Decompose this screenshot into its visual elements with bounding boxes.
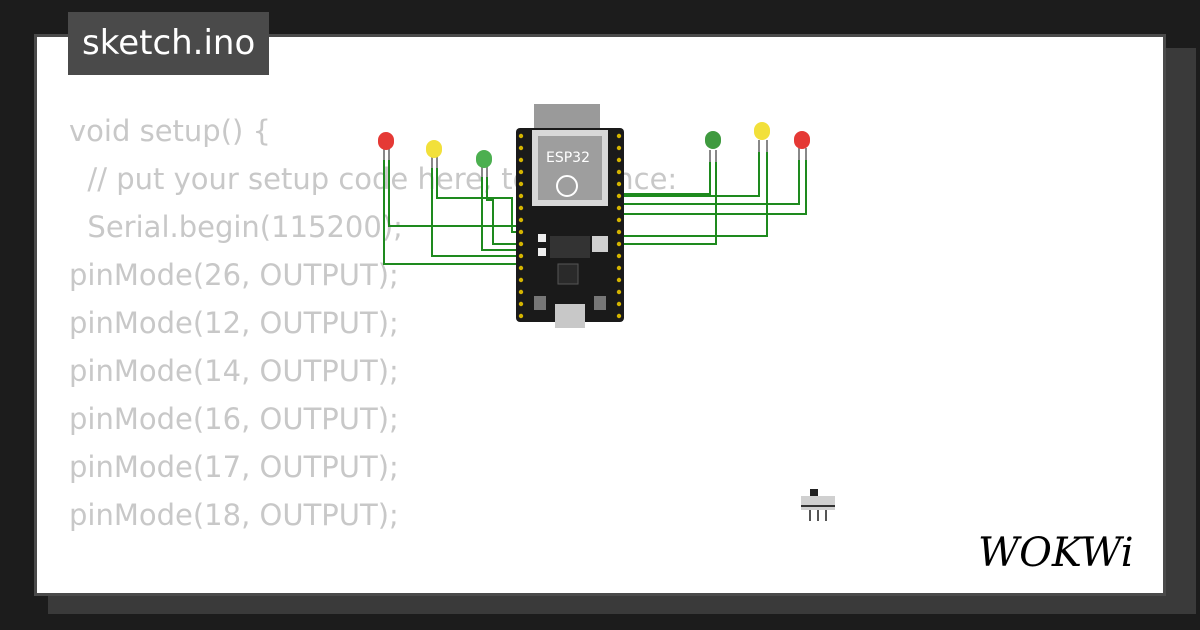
- led-4[interactable]: [705, 131, 721, 162]
- micro-usb-port: [555, 304, 585, 328]
- wires: [383, 150, 807, 265]
- wire: [620, 158, 807, 215]
- wire: [436, 166, 520, 233]
- led-icon: [426, 140, 442, 158]
- wire: [383, 158, 520, 265]
- slide-switch[interactable]: [801, 489, 835, 521]
- code-line: void setup() {: [69, 114, 271, 148]
- component: [592, 236, 608, 252]
- wire: [481, 175, 520, 251]
- switch-body: [801, 496, 835, 510]
- boot-button[interactable]: [594, 296, 606, 310]
- led-2[interactable]: [426, 140, 442, 168]
- wire: [431, 166, 520, 257]
- wokwi-logo-icon[interactable]: WOKWi: [976, 528, 1146, 578]
- code-line: Serial.begin(115200);: [69, 210, 403, 244]
- esp32-board[interactable]: ESP32: [516, 104, 624, 328]
- led-icon: [754, 122, 770, 140]
- file-tab-label: sketch.ino: [82, 23, 256, 63]
- led-3[interactable]: [476, 150, 492, 177]
- wire: [486, 175, 520, 245]
- led-smd: [538, 234, 546, 242]
- wire: [620, 150, 760, 197]
- espressif-logo-icon: [556, 175, 578, 197]
- usb-chip: [557, 263, 579, 285]
- wire: [620, 150, 768, 237]
- led-icon: [705, 131, 721, 149]
- wire: [620, 160, 717, 245]
- led-1[interactable]: [378, 132, 394, 160]
- wire: [388, 158, 520, 227]
- switch-track: [801, 505, 835, 507]
- code-line: pinMode(18, OUTPUT);: [69, 498, 399, 532]
- left-pins: [518, 133, 524, 319]
- code-line: pinMode(14, OUTPUT);: [69, 354, 399, 388]
- wire: [620, 160, 711, 195]
- code-line: pinMode(16, OUTPUT);: [69, 402, 399, 436]
- logo-text: WOKWi: [978, 530, 1134, 574]
- led-icon: [794, 131, 810, 149]
- led-icon: [378, 132, 394, 150]
- code-line: pinMode(26, OUTPUT);: [69, 258, 399, 292]
- led-smd: [538, 248, 546, 256]
- board-label: ESP32: [546, 150, 590, 166]
- led-6[interactable]: [794, 131, 810, 160]
- file-tab[interactable]: sketch.ino: [68, 12, 270, 75]
- en-button[interactable]: [534, 296, 546, 310]
- code-line: pinMode(17, OUTPUT);: [69, 450, 399, 484]
- led-icon: [476, 150, 492, 168]
- module-shield: [538, 136, 602, 200]
- code-line: pinMode(12, OUTPUT);: [69, 306, 399, 340]
- led-5[interactable]: [754, 122, 770, 152]
- switch-knob: [810, 489, 818, 497]
- regulator: [550, 236, 590, 258]
- wire: [620, 158, 800, 205]
- right-pins: [616, 133, 622, 319]
